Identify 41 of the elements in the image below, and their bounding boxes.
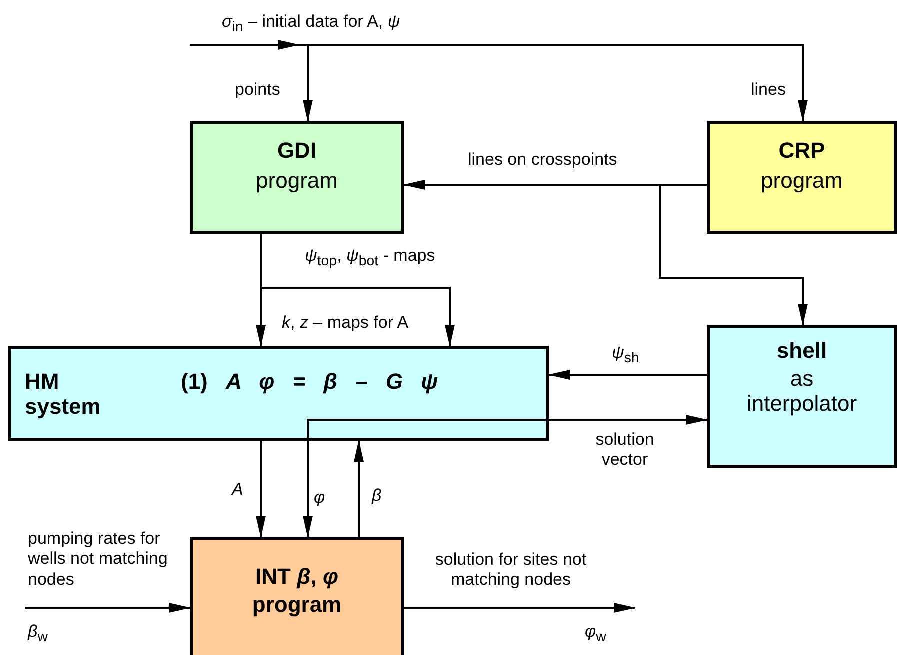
edge-label: β [372, 486, 382, 506]
arrow [190, 40, 313, 122]
box-text: CRP [778, 138, 826, 164]
box-text: program [251, 592, 343, 618]
process-box [190, 537, 404, 655]
note-label: β$_{w}$ [28, 622, 48, 646]
edge-label: ψ$_{sh}$ [612, 343, 640, 368]
arrow [307, 415, 708, 441]
edge-label: lines on crosspoints [468, 150, 618, 170]
box-text: (1) A φ = β – G ψ [181, 369, 440, 394]
arrow [303, 441, 313, 538]
arrow [659, 184, 808, 326]
arrow [260, 234, 455, 347]
note-label: φ$_{w}$ [585, 622, 606, 646]
arrow [308, 44, 808, 122]
arrow [548, 370, 707, 380]
process-box [707, 121, 897, 234]
edge-label: A [232, 480, 244, 500]
arrow [256, 441, 266, 538]
edge-label: lines [751, 80, 786, 100]
edge-label: φ [314, 488, 326, 508]
edge-label: pumping rates for wells not matching nodes [28, 529, 169, 590]
box-text: shell [776, 338, 828, 364]
process-box [707, 325, 897, 468]
arrow [354, 440, 364, 537]
process-box [190, 121, 404, 234]
process-box [8, 346, 549, 441]
box-text: program [760, 168, 844, 194]
edge-label: solution vector [594, 430, 656, 471]
box-text: as interpolator [746, 366, 858, 417]
box-text: INT β, φ [254, 564, 340, 590]
note-label: σ$_{in}$ – initial data for A, ψ [222, 12, 400, 36]
edge-label: solution for sites not matching nodes [434, 550, 588, 591]
edge-label: ψ$_{top}$, ψ$_{bot}$ - maps [305, 246, 436, 270]
edge-label: points [235, 80, 280, 100]
edge-label: k, z – maps for A [282, 313, 409, 334]
arrow [404, 603, 636, 613]
box-text: GDI [276, 138, 318, 164]
box-text: HM system [25, 369, 101, 420]
box-text: program [255, 168, 339, 194]
arrow [25, 603, 191, 613]
